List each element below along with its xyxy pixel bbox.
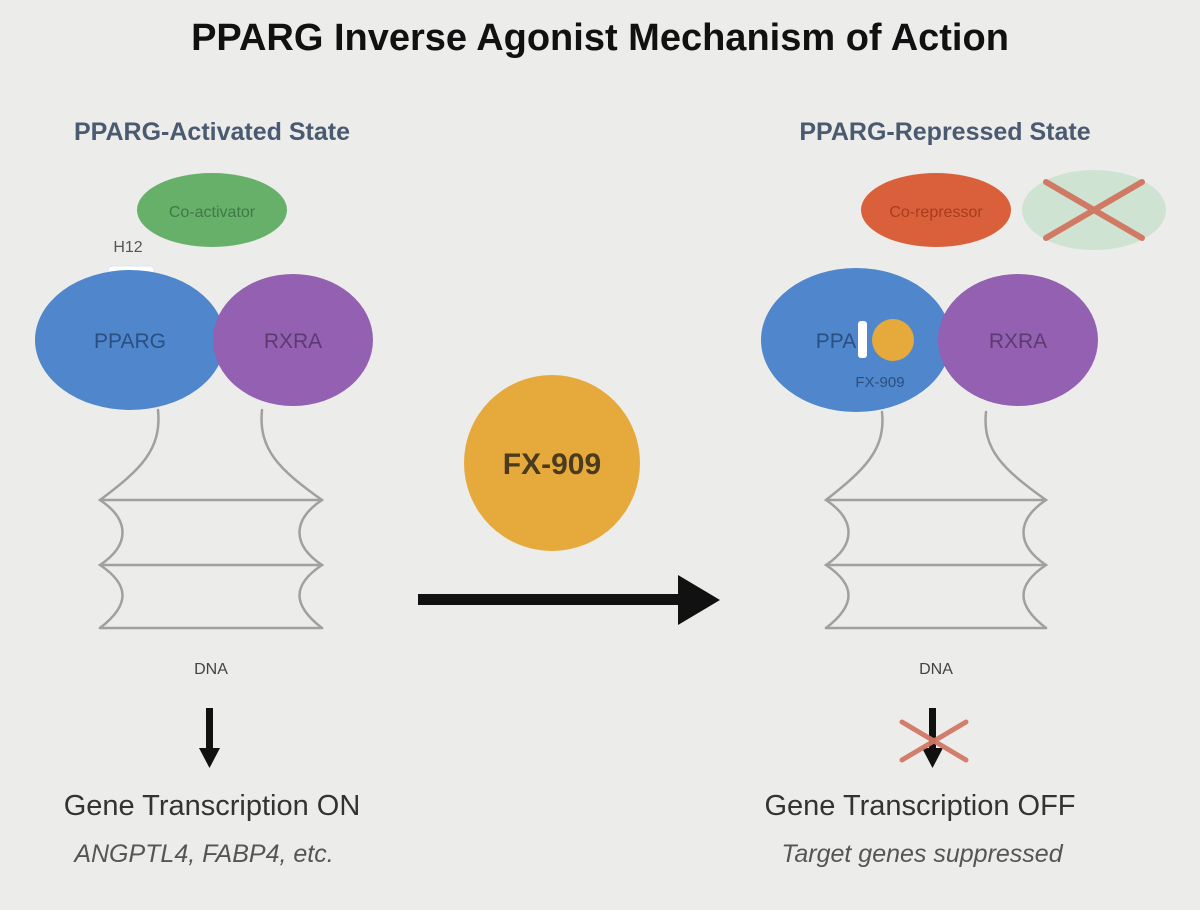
coactivator-label: Co-activator (169, 204, 256, 221)
page-title: PPARG Inverse Agonist Mechanism of Actio… (191, 17, 1009, 59)
outcome-right: Gene Transcription OFF (764, 790, 1075, 822)
outcome-detail-right: Target genes suppressed (781, 840, 1063, 868)
pparg-label-left: PPARG (94, 330, 166, 353)
corepressor-label: Co-repressor (889, 204, 983, 221)
outcome-detail-left: ANGPTL4, FABP4, etc. (72, 840, 333, 868)
pparg-shape-right (761, 268, 951, 412)
blocked-transcription-cross-icon (899, 719, 969, 763)
h12-label: H12 (113, 239, 142, 256)
bound-drug-label: FX-909 (855, 374, 904, 391)
rxra-shape-right (938, 274, 1098, 406)
transition-arrow (418, 575, 720, 625)
pparg-shape-left (35, 270, 225, 410)
coactivator-shape (137, 173, 287, 247)
fx909-drug-circle (464, 375, 640, 551)
h12-helix-repressed (858, 321, 867, 358)
pparg-label-right: PPA (816, 330, 856, 353)
outcome-left: Gene Transcription ON (64, 790, 361, 822)
corepressor-shape (861, 173, 1011, 247)
dna-helix-left (97, 408, 325, 630)
rxra-shape-left (213, 274, 373, 406)
rxra-label-right: RXRA (989, 330, 1047, 353)
dna-label-right: DNA (919, 661, 953, 678)
right-panel-heading: PPARG-Repressed State (799, 118, 1090, 146)
rxra-label-left: RXRA (264, 330, 322, 353)
down-arrow-left (199, 708, 220, 768)
down-arrow-right (922, 708, 943, 768)
blocked-coactivator-cross-icon (1043, 179, 1145, 241)
fx909-drug-label: FX-909 (503, 448, 601, 481)
bound-drug-icon (872, 319, 914, 361)
dna-helix-right (823, 410, 1049, 630)
left-panel-heading: PPARG-Activated State (74, 118, 350, 146)
dna-label-left: DNA (194, 661, 228, 678)
